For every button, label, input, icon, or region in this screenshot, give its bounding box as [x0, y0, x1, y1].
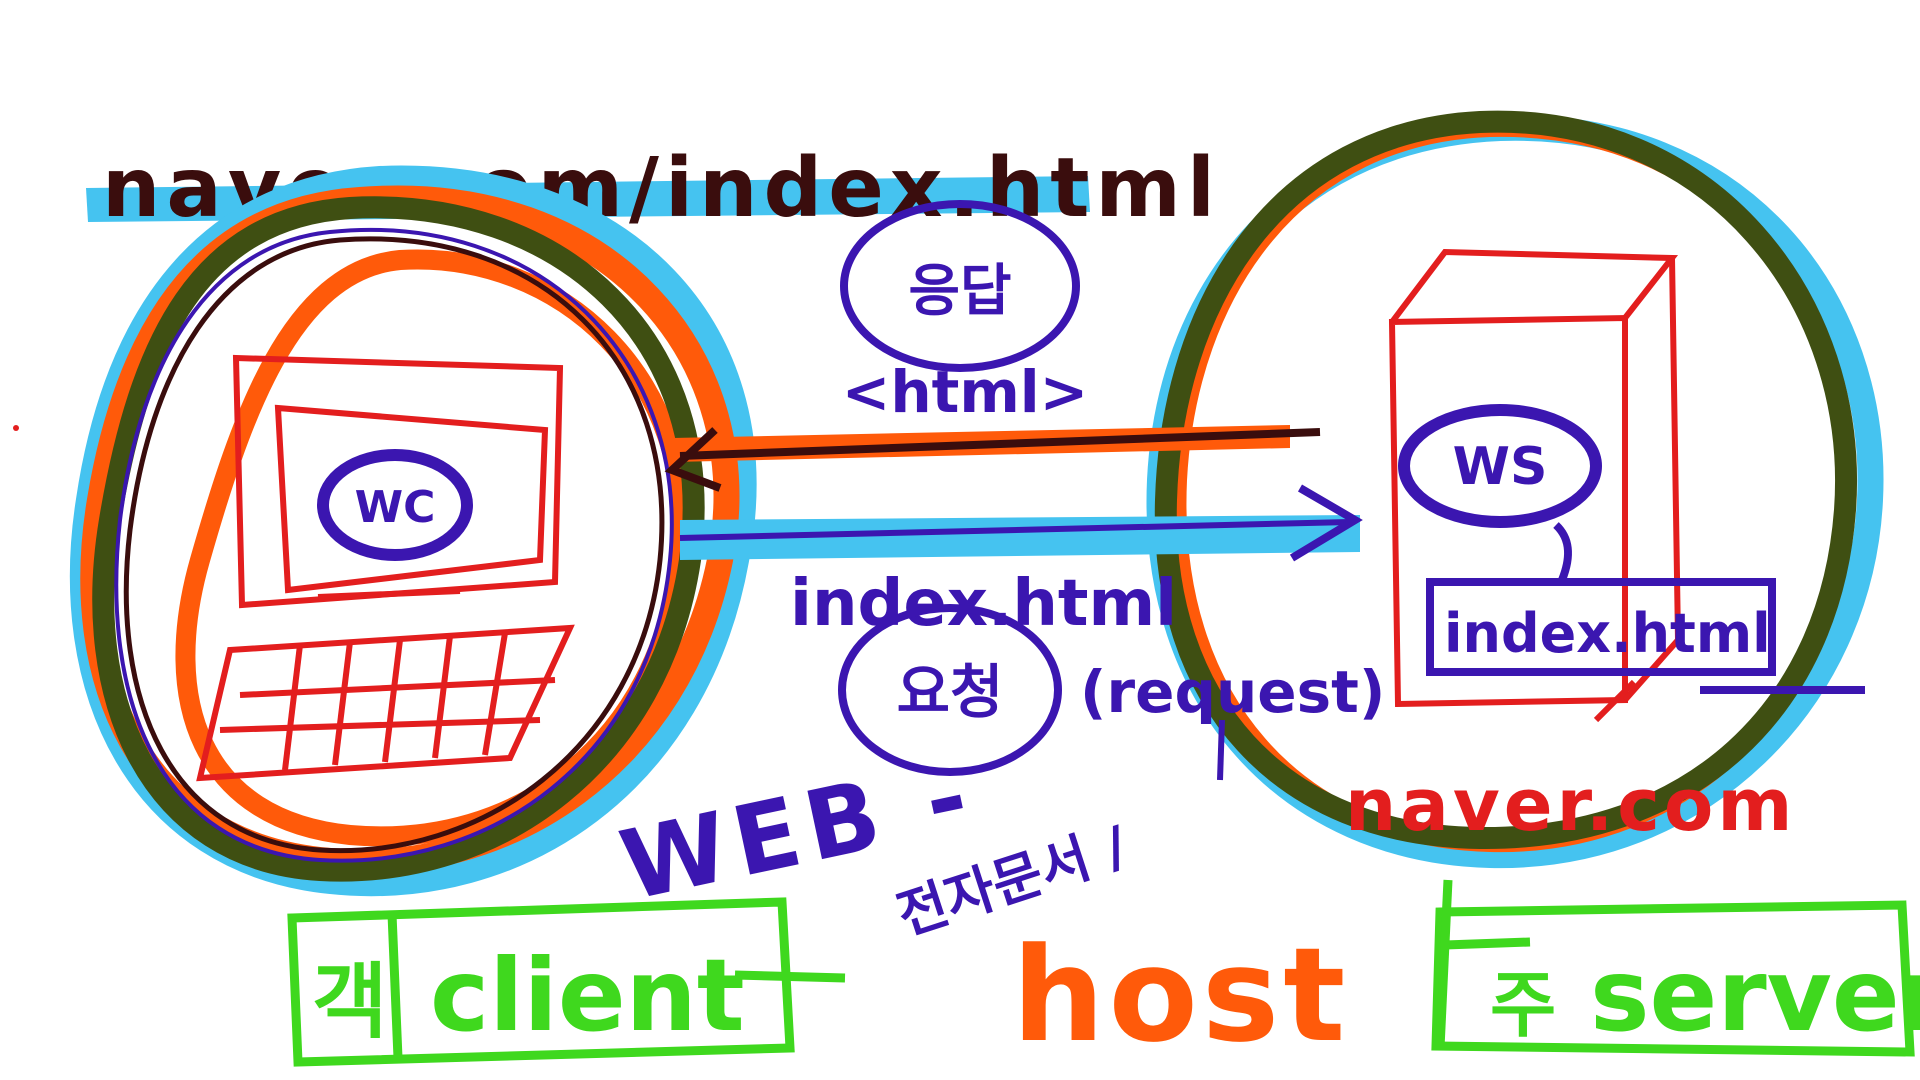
- server-badge-ring: [1398, 404, 1602, 528]
- response-bubble: [840, 200, 1080, 372]
- request-arrow: [679, 484, 1363, 562]
- server-caption-left-stroke: [1435, 879, 1453, 1049]
- request-tick: [1217, 719, 1225, 781]
- keyboard-row-2: [219, 717, 541, 733]
- server-tower-icon: [1388, 248, 1682, 723]
- client-badge-ring: [317, 449, 473, 561]
- response-html-label: <html>: [842, 358, 1089, 426]
- request-arrow-head: [1289, 484, 1363, 562]
- keyboard-outline: [196, 624, 575, 782]
- server-file: index.html: [1426, 578, 1865, 694]
- server-domain-label: naver.com: [1345, 763, 1796, 847]
- server-caption-box: [1431, 900, 1915, 1057]
- response-ko-label: 응답: [908, 259, 1011, 324]
- client-caption: 객 client: [287, 897, 846, 1067]
- server-circle-olive: [1154, 110, 1857, 850]
- keyboard-col-5: [482, 632, 508, 756]
- tower-foot: [1593, 679, 1637, 723]
- host-label: host: [1012, 919, 1349, 1071]
- server-file-box: [1426, 578, 1776, 676]
- request-arrow-shaft: [679, 519, 1351, 541]
- web-note: WEB - 전자문서 /: [611, 739, 1134, 948]
- tower-top: [1389, 248, 1679, 324]
- monitor-outer: [232, 354, 564, 609]
- client-circle-outline: [114, 227, 674, 863]
- computer-icon: [196, 354, 575, 782]
- client-ko-label: 객: [312, 955, 387, 1050]
- keyboard-col-2: [332, 641, 353, 766]
- server-badge-label: WS: [1453, 437, 1548, 497]
- tower-side: [1622, 257, 1682, 702]
- client-circle-olive: [92, 196, 705, 882]
- response-arrow-shaft: [679, 428, 1321, 460]
- server-badge: WS: [1398, 404, 1602, 582]
- server-caption-top-stroke: [1444, 937, 1531, 950]
- request-bubble: [838, 604, 1062, 776]
- response-note: 응답 <html>: [840, 200, 1089, 426]
- request-file-label: index.html: [790, 567, 1177, 641]
- monitor-screen: [274, 404, 549, 594]
- keyboard-col-1: [282, 644, 303, 771]
- request-en-label: (request): [1080, 658, 1385, 726]
- request-ko-label: 요청: [897, 658, 1004, 726]
- client-node: WC: [69, 165, 757, 897]
- request-note: index.html 요청 (request): [790, 567, 1385, 781]
- stray-dot: [13, 425, 19, 431]
- server-en-label: server: [1590, 937, 1920, 1054]
- client-caption-tail: [734, 970, 846, 983]
- client-en-label: client: [430, 937, 745, 1054]
- client-badge: WC: [317, 449, 473, 561]
- response-arrow-head: [664, 427, 722, 492]
- client-caption-divider: [387, 913, 403, 1059]
- server-file-label: index.html: [1444, 602, 1771, 665]
- client-circle-inner-dark: [123, 236, 665, 854]
- keyboard-col-4: [432, 635, 453, 759]
- response-arrow: [664, 425, 1321, 492]
- server-ko-label: 주: [1490, 963, 1556, 1047]
- keyboard-col-3: [382, 639, 403, 763]
- monitor-stand: [317, 588, 461, 600]
- server-node: WS index.html naver.com: [1146, 110, 1884, 869]
- server-caption: 주 server: [1431, 879, 1920, 1057]
- client-badge-label: WC: [355, 482, 436, 533]
- server-badge-connector: [1553, 522, 1572, 582]
- client-caption-box: [287, 897, 795, 1067]
